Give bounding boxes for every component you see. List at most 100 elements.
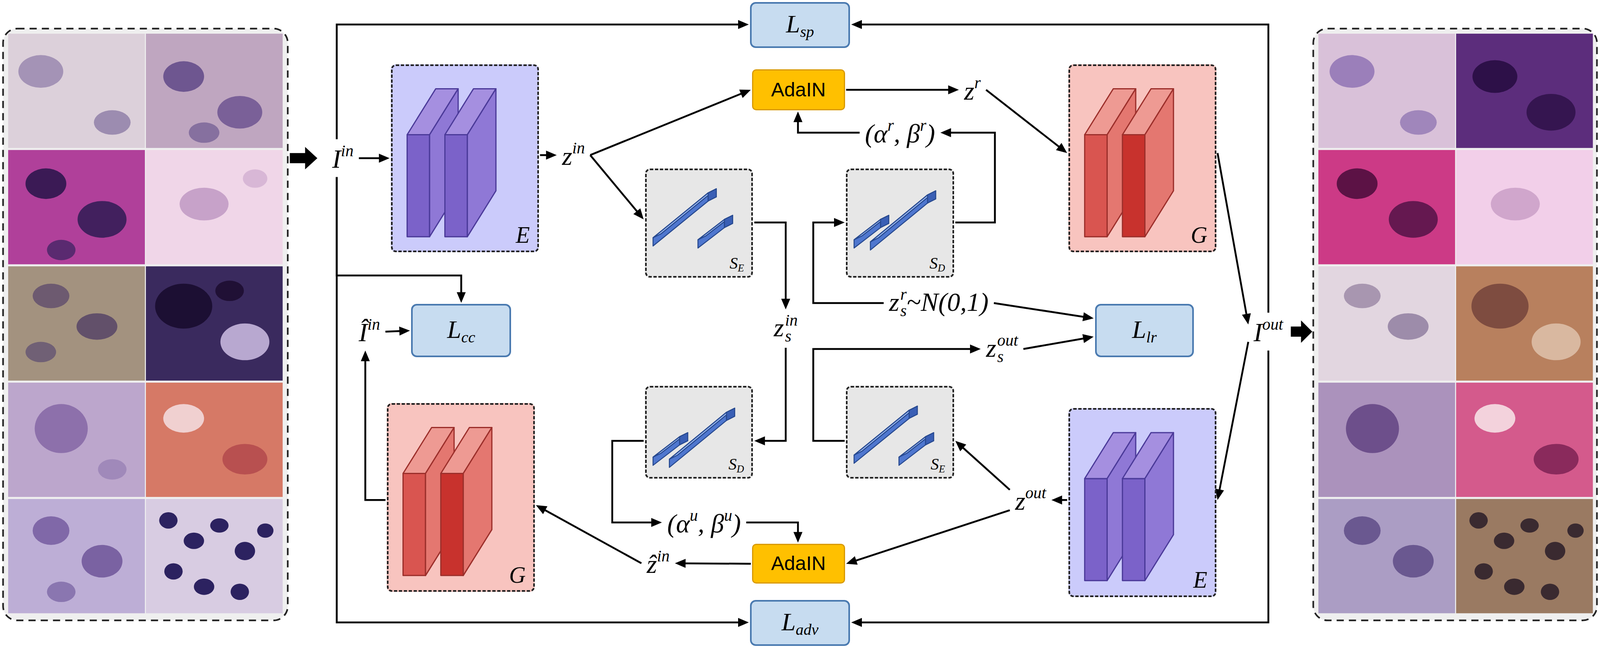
cell-nucleus (179, 187, 229, 221)
arrowhead (651, 517, 662, 527)
cell-nucleus (1545, 541, 1566, 560)
superscript: r (887, 116, 894, 135)
cell-nucleus (18, 54, 64, 88)
encoder-box: E (390, 64, 539, 253)
arrowhead (379, 153, 390, 163)
superscript: u (724, 506, 733, 525)
encoder-layers (1084, 432, 1174, 581)
tissue-tile (1456, 33, 1594, 148)
cell-nucleus (93, 110, 131, 135)
superscript: out (1025, 483, 1047, 502)
cell-nucleus (154, 283, 212, 329)
connector-line (813, 348, 971, 441)
superscript: r (974, 73, 981, 92)
cell-nucleus (1471, 283, 1529, 329)
encoder-box: E (1068, 407, 1217, 597)
cell-nucleus (81, 544, 123, 578)
math-label: Iout (1250, 314, 1287, 348)
arrowhead (360, 350, 370, 362)
symbol: z (986, 333, 997, 363)
connector (540, 150, 557, 160)
superscript: r (900, 286, 907, 303)
arrowhead (851, 20, 862, 30)
cell-nucleus (222, 443, 268, 475)
arrowhead (851, 617, 862, 627)
connector (955, 440, 1010, 490)
tissue-tile (1318, 382, 1456, 497)
cell-nucleus (230, 583, 250, 600)
math-label: Îin (355, 314, 384, 348)
cell-nucleus (1469, 511, 1488, 529)
mlp-box: SE (645, 168, 754, 278)
cell-nucleus (1343, 283, 1381, 309)
connector-line (855, 509, 1010, 561)
adain-box: AdaIN (752, 69, 846, 111)
adain-box: AdaIN (752, 543, 846, 584)
math-label: zsin (770, 311, 801, 346)
arrowhead (399, 326, 410, 336)
symbol: z (773, 312, 785, 342)
cell-nucleus (1567, 522, 1584, 538)
tissue-tile (1318, 33, 1456, 148)
symbol: I (1253, 317, 1263, 347)
mlp-fill (845, 385, 955, 479)
subscript: cc (461, 328, 476, 346)
connector (851, 20, 1269, 313)
arrowhead (970, 344, 981, 354)
cell-nucleus (220, 323, 270, 361)
cell-nucleus (1531, 323, 1581, 361)
connector-line (684, 563, 751, 564)
math-label: Iin (328, 140, 357, 175)
connector (846, 85, 960, 95)
superscript: in (784, 312, 798, 329)
math-label: ẑin (643, 545, 673, 580)
cell-nucleus (77, 200, 127, 238)
superscript: in (572, 138, 585, 157)
output-arrow (1290, 320, 1313, 343)
generator-box: G (1068, 64, 1217, 253)
cell-nucleus (1345, 403, 1399, 453)
cell-nucleus (1387, 313, 1429, 340)
superscript: in (656, 546, 670, 565)
cell-nucleus (215, 280, 244, 301)
connector-line (1219, 341, 1248, 491)
box-text: Lcc (447, 314, 476, 346)
connector-line (359, 156, 380, 160)
connector (1215, 341, 1249, 500)
encoder-fill (390, 64, 539, 253)
cell-nucleus (1472, 60, 1518, 94)
math-label: (αr, βr) (861, 115, 939, 150)
connector-line (1061, 498, 1067, 501)
mlp-fill (845, 168, 955, 278)
connector-line (986, 89, 1060, 148)
connector (986, 89, 1068, 153)
connector-line (993, 302, 1085, 317)
box-label: SD (929, 254, 946, 274)
connector-line (746, 522, 798, 533)
connector (813, 344, 981, 441)
symbol: L (447, 315, 462, 344)
connector (359, 153, 390, 163)
arrowhead (545, 150, 557, 160)
connector-line (544, 509, 642, 563)
math-label: (αu, βu) (663, 505, 745, 539)
box-label: E (1193, 567, 1208, 593)
arrowhead (781, 298, 791, 310)
symbol: I (331, 144, 341, 174)
symbol: S (929, 253, 938, 273)
math-label: zsout (982, 331, 1022, 366)
subscript: s (900, 302, 907, 320)
box-text: Lsp (786, 9, 815, 41)
symbol: E (515, 222, 530, 248)
cell-nucleus (97, 459, 127, 480)
encoder-fill (1068, 407, 1217, 597)
arrowhead (940, 127, 952, 137)
subscript: sp (800, 22, 814, 41)
arrowhead (754, 436, 765, 446)
cell-nucleus (243, 169, 268, 188)
connector (1051, 495, 1067, 505)
superscript: in (367, 315, 381, 334)
connector (1217, 152, 1251, 325)
symbol: S (729, 253, 738, 273)
connector (813, 217, 884, 303)
